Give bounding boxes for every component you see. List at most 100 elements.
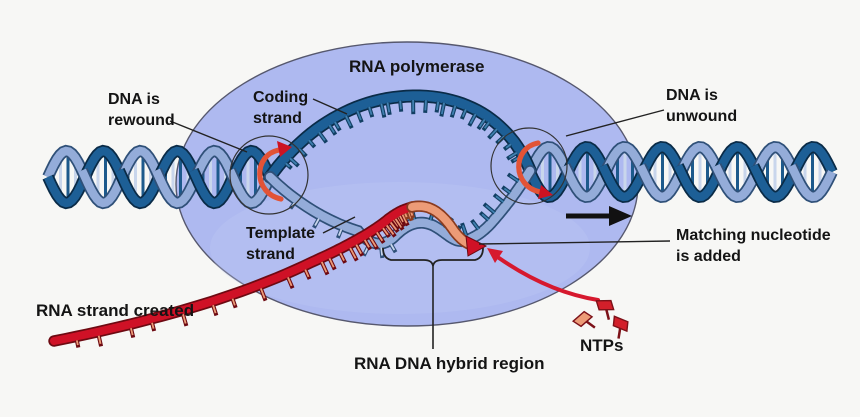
rna-strand-tooth-fill [320, 261, 328, 273]
coding-strand-tooth-fill [334, 121, 340, 129]
label-coding-strand: Coding strand [253, 87, 308, 129]
coding-strand-tooth-fill [469, 113, 477, 125]
coding-strand-tooth-fill [368, 106, 373, 115]
ntp-icons [571, 299, 629, 339]
coding-strand [265, 91, 535, 182]
right-rotation-arrow-icon [516, 140, 543, 195]
label-matching-nucleotide: Matching nucleotide is added [676, 225, 831, 267]
coding-strand-tooth-fill [298, 148, 306, 156]
coding-strand-tooth-fill [386, 102, 391, 113]
coding-strand-tooth-fill [318, 131, 326, 141]
coding-strand-tooth-fill [399, 100, 402, 110]
template-strand-tooth-fill [314, 218, 320, 226]
right-dna-helix-dark-strand [787, 142, 836, 181]
right-dna-helix-light-strand [787, 163, 836, 202]
ntp-arrowhead-icon [487, 248, 503, 263]
annotation-lines [169, 98, 671, 245]
rna-strand-tooth-fill [339, 252, 345, 262]
template-strand-tooth-fill [390, 243, 396, 251]
rna-strand-tooth-fill [386, 224, 395, 235]
direction-arrow [566, 206, 632, 226]
rna-dna-hybrid-text: RNA DNA hybrid region [354, 354, 545, 373]
template-strand-tooth-fill [380, 247, 383, 256]
rna-strand-tooth-fill [304, 269, 310, 278]
template-strand-tooth-fill [503, 187, 511, 194]
rna-strand-tooth-fill [231, 298, 236, 306]
dna-rewound-line1: DNA is [108, 91, 160, 108]
dna-rewound-line2: rewound [108, 112, 175, 129]
rotation-markers [229, 127, 568, 215]
rna-strand-tooth-fill [260, 288, 266, 299]
rna-strand-tooth-fill [328, 257, 335, 268]
matching-nucleotide-line2: is added [676, 248, 741, 265]
rna-growing-tip [465, 235, 488, 257]
template-strand-line1: Template [246, 225, 316, 242]
rna-strand-tooth-fill [130, 327, 134, 336]
right-rotation-arrowhead-icon [538, 185, 553, 199]
coding-strand-line2: strand [253, 110, 302, 127]
direction-arrow-icon [609, 206, 632, 226]
coding-strand-tooth-fill [436, 101, 440, 111]
coding-strand-tooth-fill [285, 162, 291, 168]
coding-strand-tooth-fill [483, 121, 490, 129]
coding-strand-tooth-fill [489, 128, 498, 138]
rna-strand-tooth-fill [212, 304, 217, 314]
left-rotation-arrow-icon [257, 147, 284, 202]
coding-strand-tooth-fill [328, 124, 335, 134]
matching-nucleotide-line1: Matching nucleotide [676, 227, 831, 244]
label-pointer-line [565, 109, 665, 137]
right-rotation-circle [490, 127, 568, 205]
rna-strand-tooth-fill [382, 227, 389, 236]
label-dna-rewound: DNA is rewound [108, 89, 175, 131]
rna-strand-tooth-fill [287, 277, 293, 287]
rna-strand-tooth-fill [97, 335, 102, 345]
hybrid-blue-tooth-fill [472, 221, 480, 230]
rna-strand-tooth-fill [389, 221, 398, 231]
rna-strand-tooth-fill [401, 214, 408, 224]
label-pointer-line [478, 240, 671, 245]
rna-strand-tooth-fill [404, 213, 408, 218]
rna-strand-tooth-fill [355, 244, 362, 255]
coding-strand-tooth-fill [289, 157, 298, 165]
rna-strand-tooth-fill [399, 215, 404, 223]
label-rna-polymerase: RNA polymerase [349, 56, 484, 77]
template-strand [265, 166, 535, 248]
coding-strand-tooth-fill [308, 139, 314, 146]
rna-strand-created-text: RNA strand created [36, 301, 195, 320]
label-ntps: NTPs [580, 335, 623, 356]
label-pointer-line [322, 216, 356, 234]
rna-strand [50, 203, 416, 345]
rna-strand-tooth-fill [349, 247, 357, 259]
label-template-strand: Template strand [246, 223, 315, 265]
template-strand-tooth-fill [481, 213, 490, 221]
rna-strand-tooth-fill [182, 314, 187, 324]
coding-strand-line1: Coding [253, 89, 309, 106]
right-dna-helix [524, 140, 838, 204]
dna-unwound-line1: DNA is [666, 87, 718, 104]
dna-unwound-line2: unwound [666, 108, 738, 125]
rna-hybrid-salmon [408, 202, 475, 249]
coding-strand-tooth-fill [461, 109, 467, 118]
label-pointer-line [169, 120, 248, 153]
ntps-text: NTPs [580, 336, 624, 355]
left-dna-helix [42, 144, 276, 210]
left-rotation-circle [229, 135, 309, 215]
rna-strand-tooth-fill [394, 218, 403, 229]
coding-strand-tooth-fill [478, 118, 486, 128]
label-dna-unwound: DNA is unwound [666, 85, 737, 127]
hybrid-region [406, 200, 488, 257]
ntp-arrow-icon [497, 256, 600, 302]
coding-strand-tooth-fill [356, 110, 362, 121]
coding-strand-tooth-fill [440, 102, 445, 115]
rna-strand-tooth-fill [75, 340, 79, 346]
coding-strand-tooth-fill [508, 152, 518, 159]
template-strand-tooth-fill [337, 229, 343, 236]
rna-polymerase-text: RNA polymerase [349, 57, 485, 76]
rna-strand-tooth-fill [151, 322, 155, 329]
coding-strand-tooth-fill [345, 115, 352, 127]
left-rotation-arrowhead-icon [277, 141, 292, 157]
template-strand-line2: strand [246, 246, 295, 263]
label-rna-dna-hybrid-region: RNA DNA hybrid region [354, 353, 544, 374]
